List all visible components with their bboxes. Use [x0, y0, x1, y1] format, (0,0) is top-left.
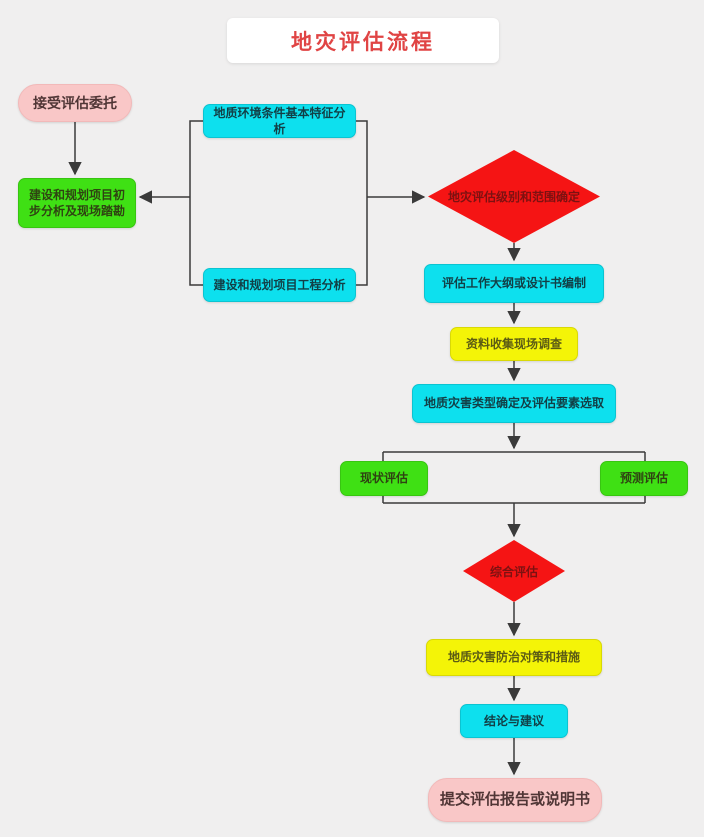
node-current-status-assessment: 现状评估 [340, 461, 428, 496]
node-conclusion-suggestions: 结论与建议 [460, 704, 568, 738]
node-comprehensive-assessment-decision: 综合评估 [463, 540, 565, 602]
node-disaster-type-element-selection: 地质灾害类型确定及评估要素选取 [412, 384, 616, 423]
node-geological-environment-analysis: 地质环境条件基本特征分析 [203, 104, 356, 138]
node-prediction-assessment: 预测评估 [600, 461, 688, 496]
node-data-collection-survey: 资料收集现场调查 [450, 327, 578, 361]
node-assessment-level-scope-decision: 地灾评估级别和范围确定 [428, 150, 600, 243]
node-submit-report: 提交评估报告或说明书 [428, 778, 602, 822]
node-work-outline: 评估工作大纲或设计书编制 [424, 264, 604, 303]
node-initial-analysis: 建设和规划项目初步分析及现场踏勘 [18, 178, 136, 228]
node-prevention-countermeasures: 地质灾害防治对策和措施 [426, 639, 602, 676]
diagram-title: 地灾评估流程 [227, 18, 499, 63]
node-accept-commission: 接受评估委托 [18, 84, 132, 122]
node-project-engineering-analysis: 建设和规划项目工程分析 [203, 268, 356, 302]
